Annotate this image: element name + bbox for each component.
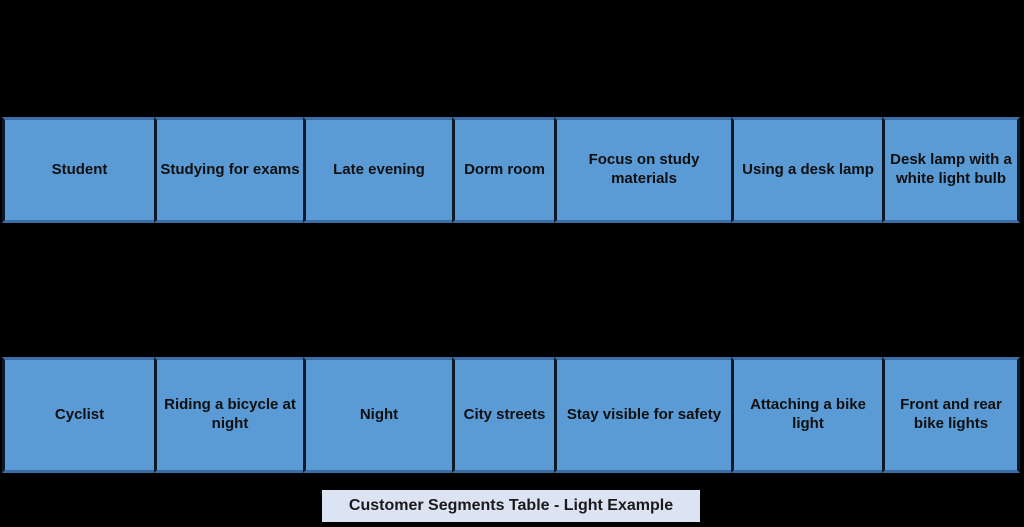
row-header-cell: Student	[2, 117, 154, 223]
table-cell: Riding a bicycle at night	[154, 357, 303, 473]
table-row-student: Student Studying for exams Late evening …	[2, 117, 1020, 223]
table-cell: Dorm room	[452, 117, 554, 223]
table-cell: Stay visible for safety	[554, 357, 731, 473]
table-cell: Front and rear bike lights	[882, 357, 1020, 473]
table-cell: Late evening	[303, 117, 452, 223]
table-row-cyclist: Cyclist Riding a bicycle at night Night …	[2, 357, 1020, 473]
table-caption: Customer Segments Table - Light Example	[322, 490, 700, 522]
table-cell: Studying for exams	[154, 117, 303, 223]
table-cell: Focus on study materials	[554, 117, 731, 223]
table-cell: Attaching a bike light	[731, 357, 882, 473]
table-cell: City streets	[452, 357, 554, 473]
row-header-cell: Cyclist	[2, 357, 154, 473]
table-cell: Using a desk lamp	[731, 117, 882, 223]
table-cell: Night	[303, 357, 452, 473]
table-cell: Desk lamp with a white light bulb	[882, 117, 1020, 223]
